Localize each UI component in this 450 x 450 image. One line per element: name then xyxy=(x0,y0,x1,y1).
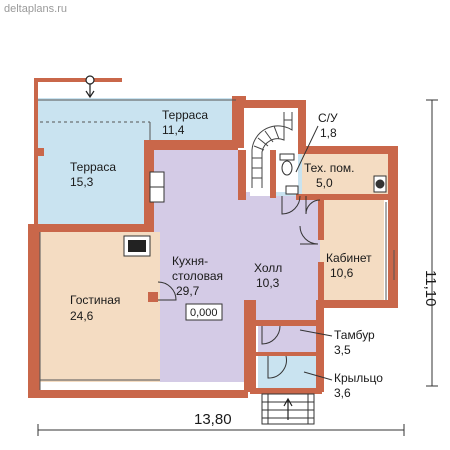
living-room-fill xyxy=(40,232,160,382)
dimension-depth-label: 11,10 xyxy=(422,270,439,306)
window-lines xyxy=(38,99,395,390)
dimension-depth xyxy=(426,99,438,387)
cabinet-name: Кабинет xyxy=(326,251,372,265)
level-mark: 0,000 xyxy=(190,307,218,319)
terrace-top-area: 11,4 xyxy=(162,123,185,137)
living-room-area: 24,6 xyxy=(70,309,94,323)
door-swings xyxy=(157,195,321,379)
hall-area: 10,3 xyxy=(256,276,280,290)
terrace-top-name: Терраса xyxy=(162,108,208,122)
terrace-left-fill xyxy=(36,98,150,224)
sink-icon xyxy=(285,185,299,195)
bathroom-area: 1,8 xyxy=(320,126,337,140)
vestibule-leader-line xyxy=(299,329,333,337)
watermark-text: deltaplans.ru xyxy=(4,3,67,15)
porch-leader-line xyxy=(303,371,333,381)
kitchen-fill xyxy=(150,150,250,382)
kitchen-name-line2: столовая xyxy=(172,269,223,283)
tech-room-area: 5,0 xyxy=(316,176,333,190)
kitchen-terrace-door xyxy=(149,171,165,203)
terrace-left-name: Терраса xyxy=(70,160,116,174)
level-mark-box xyxy=(185,303,223,321)
porch-name: Крыльцо xyxy=(334,371,383,385)
vestibule-fill xyxy=(258,326,316,354)
living-room-name: Гостиная xyxy=(70,293,120,307)
fireplace-icon xyxy=(123,235,151,257)
cabinet-area: 10,6 xyxy=(330,266,354,280)
porch-area: 3,6 xyxy=(334,386,351,400)
vestibule-area: 3,5 xyxy=(334,343,351,357)
kitchen-name-line1: Кухня- xyxy=(172,254,208,268)
bathroom-name: С/У xyxy=(318,111,338,125)
vestibule-name: Тамбур xyxy=(334,328,375,342)
walls xyxy=(28,78,398,398)
stair-icon xyxy=(251,112,293,188)
dimension-width xyxy=(37,424,405,436)
terrace-left-area: 15,3 xyxy=(70,175,94,189)
kitchen-area: 29,7 xyxy=(176,284,200,298)
hall-name: Холл xyxy=(254,261,282,275)
boiler-icon xyxy=(373,175,387,193)
toilet-icon xyxy=(279,153,295,176)
tech-room-fill xyxy=(300,150,388,194)
bathroom-leader-line xyxy=(295,125,319,173)
dimension-width-label: 13,80 xyxy=(194,411,232,428)
tech-room-name: Тех. пом. xyxy=(304,161,355,175)
cabinet-fill xyxy=(320,200,384,306)
terrace-arrow-icon xyxy=(85,75,95,99)
hall-fill xyxy=(240,196,320,320)
entry-arrow-icon xyxy=(283,397,293,420)
